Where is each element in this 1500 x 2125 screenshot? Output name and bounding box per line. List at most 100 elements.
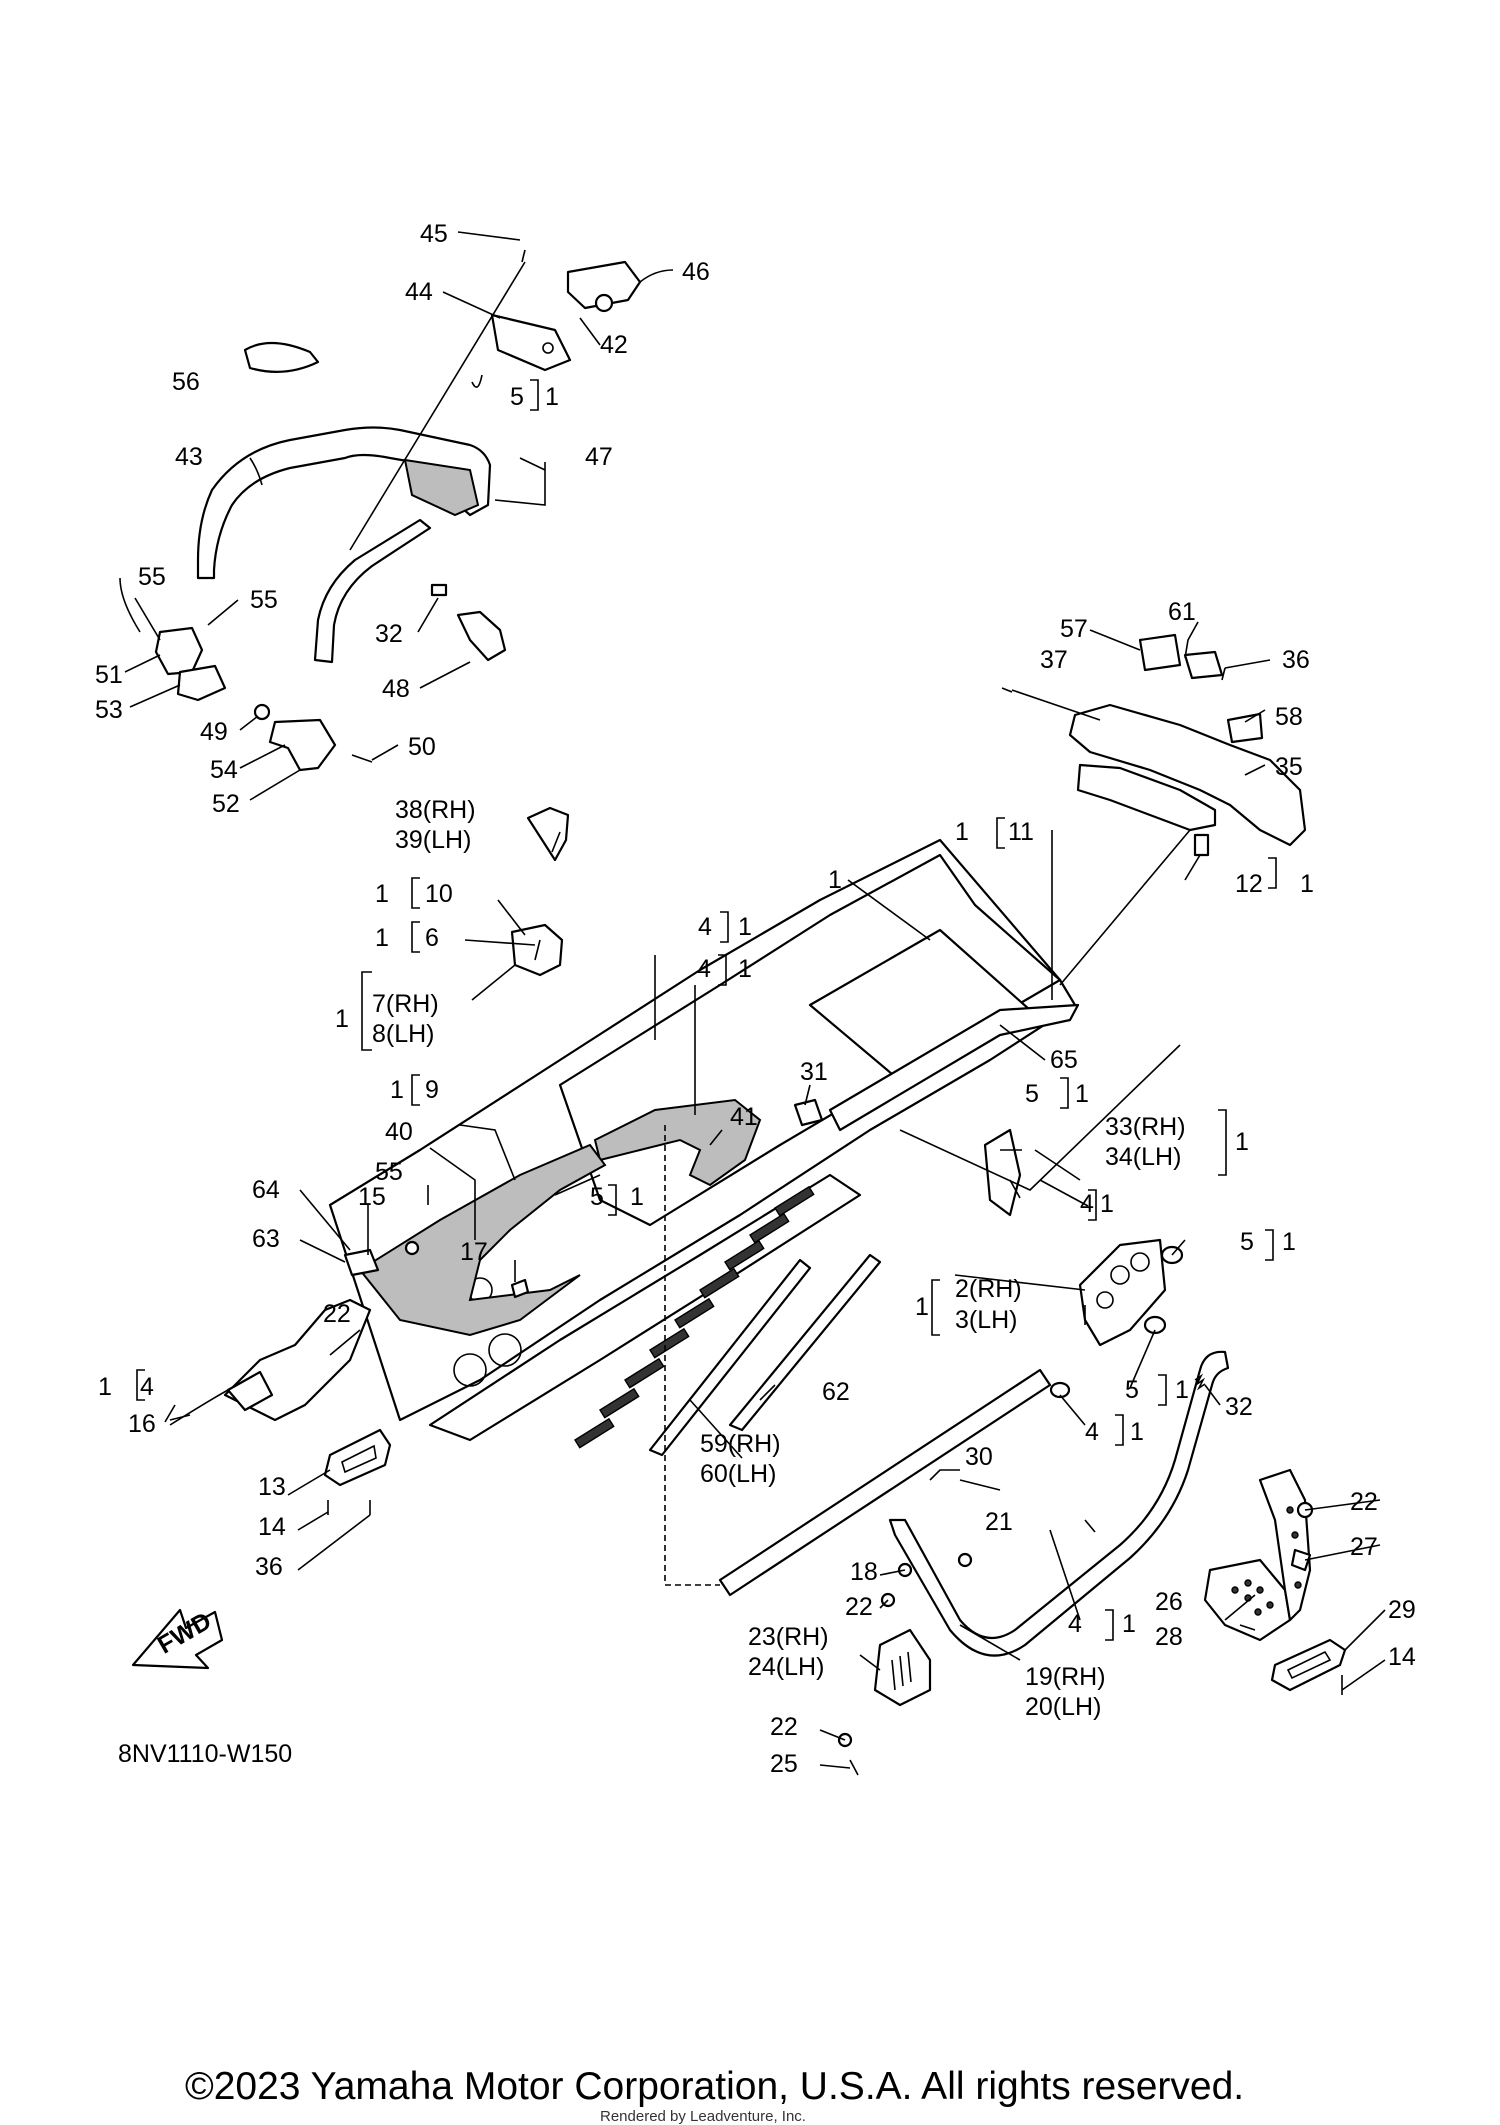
part-49-nut <box>253 703 271 721</box>
callout-55c: 55 <box>375 1158 403 1186</box>
callout-10: 10 <box>425 880 453 908</box>
bumper-seam <box>1084 1519 1096 1533</box>
callout-22d: 22 <box>770 1713 798 1741</box>
diagram-code: 8NV1110-W150 <box>118 1740 293 1768</box>
part-16-lower <box>226 1370 274 1412</box>
part-29-footrest-inner <box>1286 1650 1332 1680</box>
callout-4f: 4 <box>1068 1610 1082 1638</box>
callout-18: 18 <box>850 1558 878 1586</box>
part-27-clip <box>1290 1548 1312 1572</box>
frame-hole <box>488 1333 522 1367</box>
part-30-slide <box>718 1368 1052 1597</box>
guard-slots <box>891 1651 912 1691</box>
callout-33-rh: 33(RH) <box>1105 1113 1186 1141</box>
part-35-rear-cover <box>1068 703 1307 847</box>
callout-5e-1: 1 <box>1175 1376 1189 1404</box>
callout-61: 61 <box>1168 598 1196 626</box>
rendered-by-watermark: Rendered by Leadventure, Inc. <box>600 2108 806 2125</box>
callout-5d: 5 <box>1240 1228 1254 1256</box>
callout-4d: 4 <box>140 1373 154 1401</box>
callout-26: 26 <box>1155 1588 1183 1616</box>
part-31-bracket <box>793 1098 824 1127</box>
callout-5c-1: 1 <box>1075 1080 1089 1108</box>
callout-35: 35 <box>1275 753 1303 781</box>
callout-3-lh: 3(LH) <box>955 1306 1018 1334</box>
callout-62: 62 <box>822 1378 850 1406</box>
callout-16: 16 <box>128 1410 156 1438</box>
part-40-foam-strip <box>358 1143 607 1337</box>
callout-13: 13 <box>258 1473 286 1501</box>
callout-42: 42 <box>600 331 628 359</box>
part-61-decal <box>1183 650 1224 680</box>
part-45-screw <box>521 249 526 263</box>
part-36-rivet <box>1221 667 1226 681</box>
callout-46: 46 <box>682 258 710 286</box>
part-54-52-bracket <box>268 718 337 772</box>
callout-56: 56 <box>172 368 200 396</box>
part-44-hole <box>542 342 554 354</box>
callout-27: 27 <box>1350 1533 1378 1561</box>
callout-45: 45 <box>420 220 448 248</box>
callout-32: 32 <box>375 620 403 648</box>
callout-17: 17 <box>460 1238 488 1266</box>
callout-52: 52 <box>212 790 240 818</box>
part-23-24-guard <box>873 1628 932 1707</box>
fwd-arrow: FWD <box>131 1607 224 1670</box>
part-35-flap <box>1076 763 1217 832</box>
callout-64: 64 <box>252 1176 280 1204</box>
callout-4f-1: 1 <box>1122 1610 1136 1638</box>
callout-14a: 14 <box>258 1513 286 1541</box>
callout-55: 55 <box>138 563 166 591</box>
callout-7-rh: 7(RH) <box>372 990 439 1018</box>
part-1-running-board <box>428 1173 862 1442</box>
callout-8-lh: 8(LH) <box>372 1020 435 1048</box>
part-29-footrest <box>1270 1638 1347 1692</box>
part-62-rail <box>728 1253 882 1432</box>
part-38-39-flap <box>526 806 570 862</box>
callout-33-1: 1 <box>1235 1128 1249 1156</box>
part-4-bushing <box>1049 1381 1071 1399</box>
callout-4c-1: 1 <box>1100 1190 1114 1218</box>
part-43-grab-bar <box>196 426 492 580</box>
callout-6: 6 <box>425 924 439 952</box>
callout-59-rh: 59(RH) <box>700 1430 781 1458</box>
callout-1-9: 1 <box>390 1076 404 1104</box>
callout-40: 40 <box>385 1118 413 1146</box>
callout-57: 57 <box>1060 615 1088 643</box>
part-5-bushing <box>1143 1315 1167 1335</box>
callout-22b: 22 <box>1350 1488 1378 1516</box>
bracket-symbols <box>136 379 1277 1641</box>
callout-1-2: 1 <box>915 1293 929 1321</box>
callout-1-11: 1 <box>955 818 969 846</box>
callout-37: 37 <box>1040 646 1068 674</box>
callout-4c: 4 <box>1080 1190 1094 1218</box>
part-57-decal <box>1138 633 1182 672</box>
callout-60-lh: 60(LH) <box>700 1460 776 1488</box>
callout-19-rh: 19(RH) <box>1025 1663 1106 1691</box>
part-65-side-rail <box>828 1003 1080 1132</box>
callout-36b: 36 <box>255 1553 283 1581</box>
callout-24-lh: 24(LH) <box>748 1653 824 1681</box>
callout-2-rh: 2(RH) <box>955 1275 1022 1303</box>
plate-hole <box>1110 1265 1130 1285</box>
part-53-bracket <box>176 664 227 702</box>
callout-4e: 4 <box>1085 1418 1099 1446</box>
running-board-slots <box>574 1185 815 1449</box>
part-15-bolt <box>404 1240 420 1256</box>
part-59-60-rail <box>648 1258 812 1457</box>
part-33-34-bracket <box>983 1128 1022 1217</box>
callout-4b-1: 1 <box>738 955 752 983</box>
callout-1-7: 1 <box>335 1005 349 1033</box>
callout-5b: 5 <box>590 1183 604 1211</box>
callout-63: 63 <box>252 1225 280 1253</box>
callout-53: 53 <box>95 696 123 724</box>
callout-1-6: 1 <box>375 924 389 952</box>
part-25-bolt <box>849 1759 859 1776</box>
callout-49: 49 <box>200 718 228 746</box>
callout-30: 30 <box>965 1443 993 1471</box>
callout-1-frame: 1 <box>828 866 842 894</box>
callout-4b: 4 <box>697 955 711 983</box>
callout-43: 43 <box>175 443 203 471</box>
part-42-nut <box>594 293 614 313</box>
